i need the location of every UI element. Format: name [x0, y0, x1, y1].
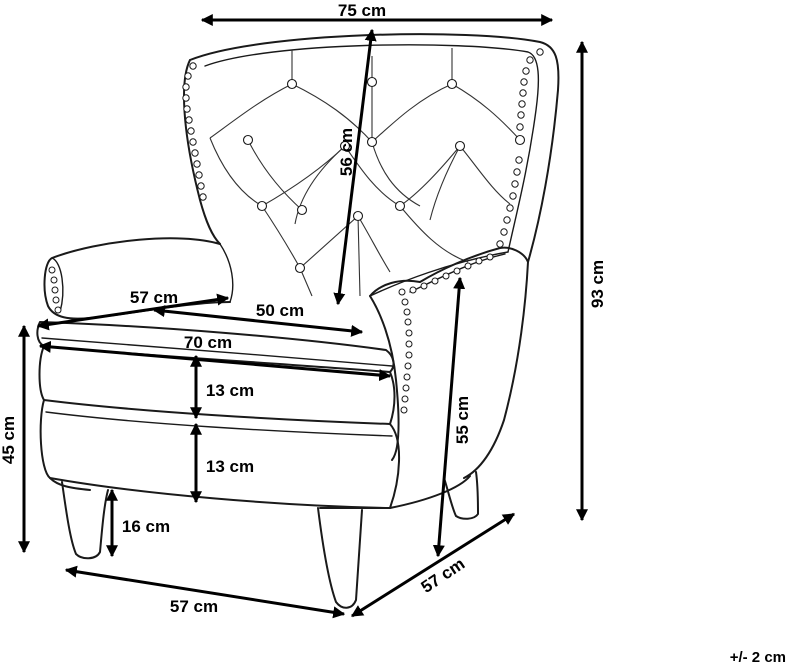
dim-line-seat-depth-top [36, 293, 230, 331]
label-bottom-width: 57 cm [170, 597, 218, 616]
seat-base-piping [45, 411, 393, 437]
backrest-inner-edge [204, 44, 540, 253]
dim-line-bottom-depth [350, 512, 516, 618]
back-right-leg [443, 471, 479, 520]
label-seat-depth-top: 57 cm [130, 288, 178, 307]
label-total-width: 75 cm [338, 1, 386, 20]
label-arm-height: 55 cm [453, 396, 472, 444]
label-leg-height: 16 cm [122, 517, 170, 536]
armchair-illustration [36, 33, 560, 609]
dim-line-bottom-width [64, 565, 346, 619]
tolerance-note: +/- 2 cm [730, 649, 786, 666]
dimension-lines [18, 13, 588, 619]
dim-line-arm-height [432, 276, 466, 558]
right-wing-nailheads [496, 48, 544, 248]
backrest-seam [219, 243, 509, 303]
label-seat-width-inner: 50 cm [256, 301, 304, 320]
left-arm-front [51, 257, 64, 313]
label-total-height: 93 cm [588, 260, 607, 308]
seat-base-outline [39, 399, 400, 509]
backrest-outline [183, 33, 560, 263]
label-cushion-height: 13 cm [206, 381, 254, 400]
right-arm-outline [369, 246, 529, 479]
dim-line-seat-width-inner [152, 305, 364, 337]
dim-line-seat-width-outer [38, 340, 392, 382]
dim-line-back-height [333, 28, 377, 306]
right-arm-front [369, 295, 400, 461]
front-right-leg [317, 507, 363, 609]
label-seat-width-outer: 70 cm [184, 333, 232, 352]
front-left-leg [61, 481, 109, 560]
label-back-height: 56 cm [337, 128, 356, 176]
label-base-height: 13 cm [206, 457, 254, 476]
label-seat-height: 45 cm [0, 416, 18, 464]
left-arm-nailheads [48, 266, 62, 314]
seat-cushion-front [38, 345, 396, 425]
left-wing-nailheads [182, 62, 207, 201]
